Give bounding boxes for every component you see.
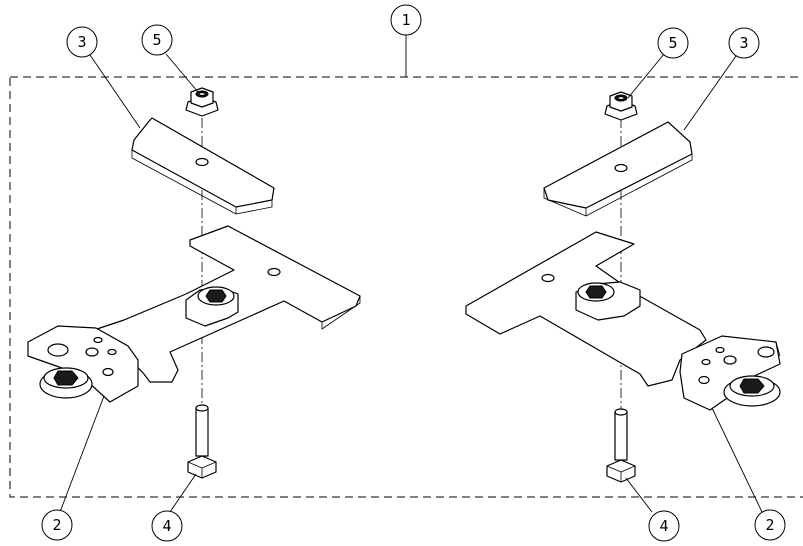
right-hex-bolt: [606, 408, 636, 483]
callout-1-label: 1: [401, 11, 410, 29]
callout-2-left: 2: [41, 509, 73, 541]
callout-5-right-label: 5: [668, 34, 677, 52]
left-hex-bolt: [187, 404, 217, 479]
callout-4-right: 4: [648, 510, 680, 542]
left-top-plate: [131, 117, 275, 215]
right-top-plate: [543, 121, 693, 217]
right-flange-nut: [604, 91, 638, 121]
left-flange-nut: [185, 87, 219, 117]
callout-1-top: 1: [390, 4, 422, 36]
left-mounting-plate: [93, 225, 361, 383]
callout-3-left: 3: [66, 26, 98, 58]
callout-4-left-label: 4: [162, 517, 171, 535]
callout-3-right: 3: [728, 27, 760, 59]
assembly-boundary: [9, 76, 803, 498]
callout-5-right: 5: [657, 27, 689, 59]
leader-lines: [59, 35, 763, 513]
callout-2-left-label: 2: [52, 516, 61, 534]
callout-2-right: 2: [754, 509, 786, 541]
right-assembly: [465, 91, 781, 483]
callout-4-left: 4: [151, 510, 183, 542]
callout-4-right-label: 4: [659, 517, 668, 535]
right-mounting-plate: [465, 231, 707, 387]
left-pivot-bracket: [27, 325, 139, 403]
callout-3-left-label: 3: [77, 33, 86, 51]
callout-5-left-label: 5: [152, 31, 161, 49]
left-assembly: [27, 87, 361, 479]
callout-2-right-label: 2: [765, 516, 774, 534]
right-pivot-bracket: [679, 335, 781, 411]
callout-3-right-label: 3: [739, 34, 748, 52]
callout-5-left: 5: [141, 24, 173, 56]
